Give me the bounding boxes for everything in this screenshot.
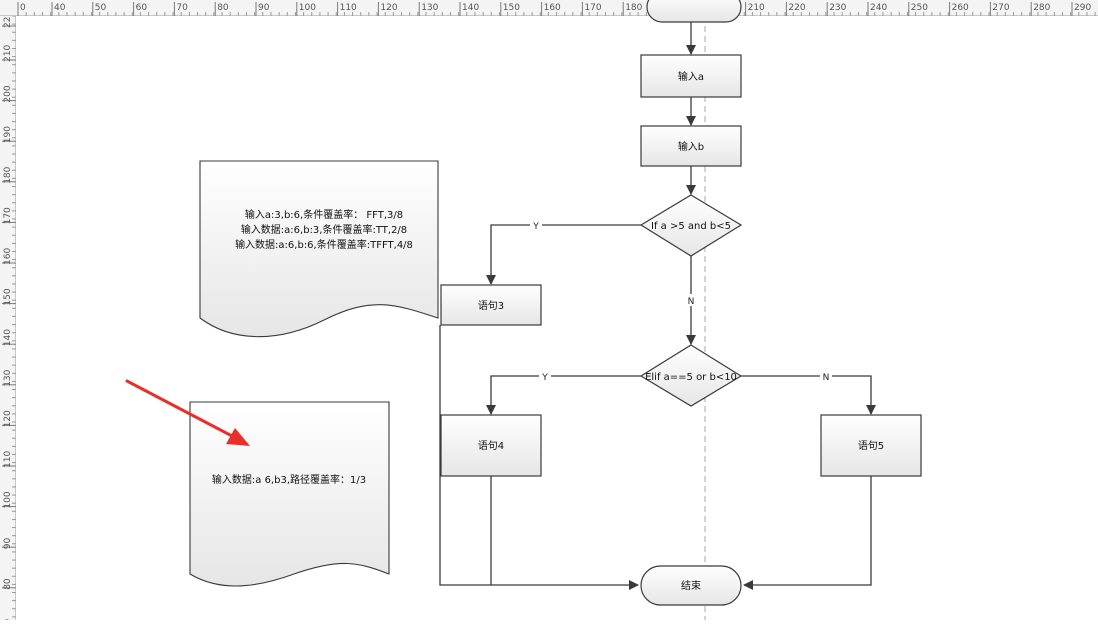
ruler-top-label: 270 bbox=[992, 3, 1009, 13]
cond2-label: Elif a==5 or b<10 bbox=[645, 372, 737, 383]
cond2-yes-label: Y bbox=[541, 373, 548, 383]
ruler-left-label: 90 bbox=[3, 537, 13, 549]
ruler-left-label: 100 bbox=[3, 491, 13, 508]
connectors bbox=[439, 22, 876, 590]
ruler-top-label: 0 bbox=[20, 3, 26, 13]
note1-line-3: 输入数据:a:6,b:6,条件覆盖率:TFFT,4/8 bbox=[235, 238, 413, 251]
ruler-top-label: 140 bbox=[462, 3, 479, 13]
ruler-left-label: 180 bbox=[3, 166, 13, 183]
ruler-top-label: 130 bbox=[421, 3, 438, 13]
ruler-top-label: 240 bbox=[870, 3, 887, 13]
ruler-left-label: 80 bbox=[3, 578, 13, 590]
ruler-top-label: 80 bbox=[217, 3, 229, 13]
ruler-left-label: 150 bbox=[3, 288, 13, 305]
ruler-left-label: 160 bbox=[3, 248, 13, 265]
ruler-top-label: 260 bbox=[952, 3, 969, 13]
cond2-no-label: N bbox=[823, 373, 830, 383]
note-document-1[interactable]: 输入a:3,b:6,条件覆盖率： FFT,3/8 输入数据:a:6,b:3,条件… bbox=[199, 160, 439, 338]
connector-stmt3-to-end[interactable] bbox=[439, 325, 639, 590]
ruler-left-label: 140 bbox=[3, 329, 13, 346]
ruler-left-label: 120 bbox=[3, 410, 13, 427]
connector-cond2-yes[interactable] bbox=[486, 375, 641, 415]
ruler-left-label: 170 bbox=[3, 207, 13, 224]
label-bg bbox=[685, 294, 697, 306]
process-stmt3[interactable]: 语句3 bbox=[440, 284, 542, 326]
ruler-top-label: 220 bbox=[788, 3, 805, 13]
connector-cond1-yes[interactable] bbox=[486, 224, 641, 285]
process-input-a[interactable]: 输入a bbox=[640, 54, 742, 98]
ruler-left-label: 200 bbox=[3, 85, 13, 102]
ruler-top-label: 280 bbox=[1033, 3, 1050, 13]
input-a-label: 输入a bbox=[678, 70, 704, 83]
vertical-ruler[interactable]: 22 210 200 190 180 170 160 150 140 130 120 110 100 90… bbox=[0, 15, 16, 624]
ruler-top-label: 230 bbox=[829, 3, 846, 13]
ruler-top-label: 60 bbox=[136, 3, 148, 13]
note1-line-1: 输入a:3,b:6,条件覆盖率： FFT,3/8 bbox=[245, 208, 403, 221]
ruler-left-label: 210 bbox=[3, 45, 13, 62]
connector-cond2-no[interactable] bbox=[741, 375, 876, 415]
ruler-top-label: 290 bbox=[1074, 3, 1091, 13]
note1-line-2: 输入数据:a:6,b:3,条件覆盖率:TT,2/8 bbox=[241, 223, 407, 236]
stmt4-label: 语句4 bbox=[478, 439, 504, 452]
input-b-label: 输入b bbox=[678, 140, 704, 153]
ruler-top-label: 170 bbox=[584, 3, 601, 13]
ruler-left-label: 22 bbox=[3, 17, 13, 28]
end-label: 结束 bbox=[681, 579, 701, 592]
ruler-top-label: 210 bbox=[748, 3, 765, 13]
ruler-top-label: 50 bbox=[95, 3, 107, 13]
decision-cond1[interactable]: If a >5 and b<5 bbox=[639, 194, 743, 257]
process-stmt4[interactable]: 语句4 bbox=[440, 414, 542, 477]
label-bg bbox=[820, 370, 832, 382]
ruler-top-label: 180 bbox=[625, 3, 642, 13]
horizontal-ruler[interactable]: 0 40 50 60 70 80 90 100 110 120 130 140 150 160 170 180… bbox=[0, 0, 1098, 16]
ruler-top-label: 250 bbox=[911, 3, 928, 13]
ruler-left-label: 110 bbox=[3, 451, 13, 468]
ruler-top-label: 160 bbox=[544, 3, 561, 13]
stmt3-label: 语句3 bbox=[478, 299, 504, 312]
connector-stmt5-to-end[interactable] bbox=[743, 476, 872, 590]
start-terminator[interactable] bbox=[646, 0, 742, 23]
ruler-top-label: 70 bbox=[176, 3, 188, 13]
end-terminator[interactable]: 结束 bbox=[640, 565, 742, 606]
cond1-label: If a >5 and b<5 bbox=[651, 221, 731, 232]
note-document-2[interactable]: 输入数据:a 6,b3,路径覆盖率：1/3 bbox=[189, 401, 390, 587]
process-stmt5[interactable]: 语句5 bbox=[820, 414, 922, 477]
vertical-ruler-ticks: 22 210 200 190 180 170 160 150 140 130 120 110 100 90… bbox=[2, 15, 16, 624]
process-input-b[interactable]: 输入b bbox=[640, 125, 742, 167]
ruler-left-label: 190 bbox=[3, 126, 13, 143]
label-bg bbox=[530, 219, 542, 231]
red-annotation-arrow-icon bbox=[125, 379, 250, 446]
ruler-left-label: 130 bbox=[3, 369, 13, 386]
cond1-yes-label: Y bbox=[532, 222, 539, 232]
ruler-top-label: 120 bbox=[380, 3, 397, 13]
ruler-top-label: 110 bbox=[340, 3, 357, 13]
ruler-top-label: 90 bbox=[258, 3, 270, 13]
note2-line: 输入数据:a 6,b3,路径覆盖率：1/3 bbox=[212, 473, 366, 486]
label-bg bbox=[539, 370, 551, 382]
ruler-top-label: 150 bbox=[503, 3, 520, 13]
stmt5-label: 语句5 bbox=[858, 439, 884, 452]
cond1-no-label: N bbox=[688, 297, 695, 307]
ruler-top-label: 100 bbox=[299, 3, 316, 13]
ruler-top-label: 40 bbox=[54, 3, 66, 13]
decision-cond2[interactable]: Elif a==5 or b<10 bbox=[639, 344, 743, 407]
